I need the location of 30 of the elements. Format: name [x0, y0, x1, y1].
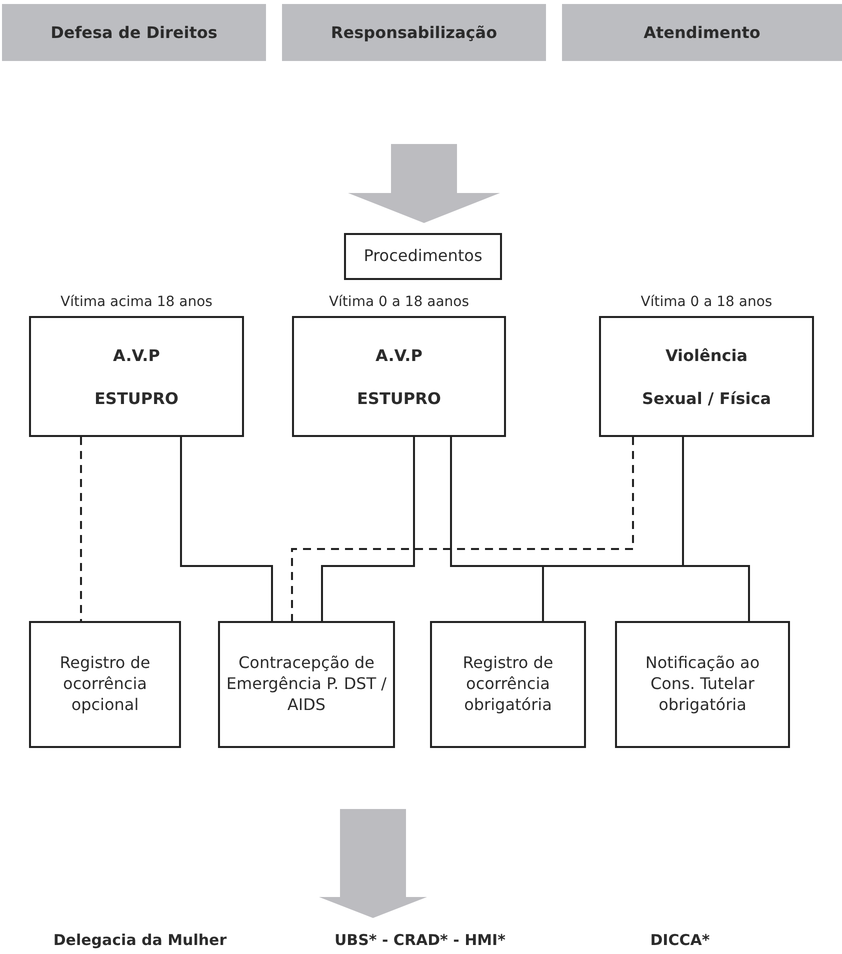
process-box: Procedimentos: [344, 233, 502, 280]
category-band: Responsabilização: [282, 4, 546, 61]
category-band: Defesa de Direitos: [2, 4, 266, 61]
block-arrow: [348, 144, 500, 223]
service-text: Delegacia da Mulher: [40, 928, 240, 952]
process-box: Registro de ocorrência obrigatória: [430, 621, 586, 748]
process-box: Notificação ao Cons. Tutelar obrigatória: [615, 621, 790, 748]
box-text: A.V.P: [376, 346, 422, 364]
connector: [321, 437, 415, 621]
box-text: Violência: [665, 346, 748, 364]
caption-text: Vítima 0 a 18 aanos: [328, 294, 470, 310]
case-box: [599, 316, 814, 437]
process-box: Registro de ocorrência opcional: [29, 621, 181, 748]
connector: [682, 437, 750, 621]
caption-text: Vítima acima 18 anos: [60, 294, 214, 310]
service-text: UBS* - CRAD* - HMI*: [305, 928, 535, 952]
block-arrow: [319, 809, 427, 918]
dashed-connector: [80, 437, 82, 621]
process-box: Contracepção de Emergência P. DST / AIDS: [218, 621, 395, 748]
box-text: ESTUPRO: [94, 388, 178, 408]
service-text: DICCA*: [590, 928, 770, 952]
case-box: [292, 316, 506, 437]
connector: [180, 437, 273, 621]
box-text: A.V.P: [113, 346, 160, 364]
category-band: Atendimento: [562, 4, 842, 61]
caption-text: Vítima 0 a 18 anos: [640, 294, 774, 310]
box-text: ESTUPRO: [356, 388, 441, 408]
box-text: Sexual / Física: [642, 388, 772, 408]
case-box: [29, 316, 244, 437]
dashed-connector: [291, 437, 634, 621]
